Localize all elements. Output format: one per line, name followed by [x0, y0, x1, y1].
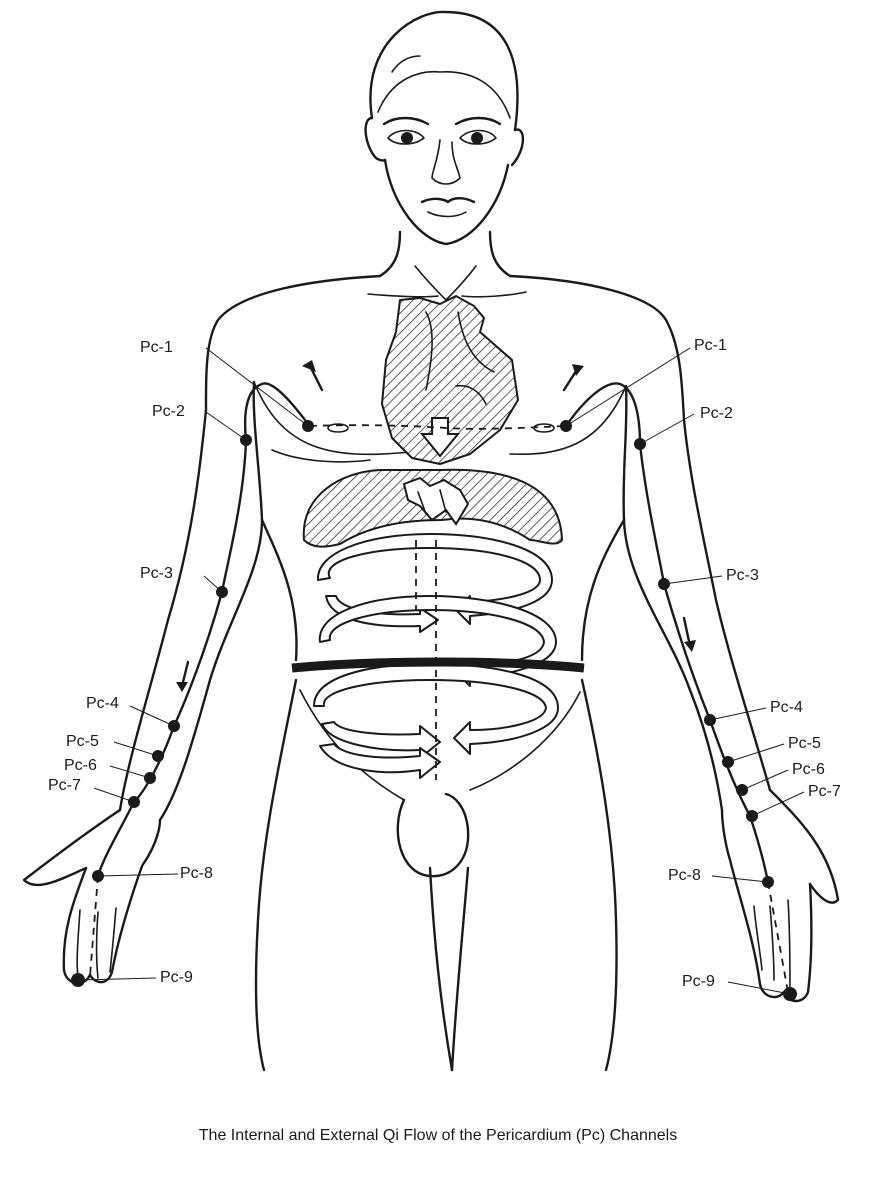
internal-pathway-lines	[89, 423, 789, 993]
acupoint-dot	[560, 420, 572, 432]
acupoint-dot	[736, 784, 748, 796]
acupoint-label: Pc-7	[48, 777, 81, 794]
acupoint-leader-line	[741, 769, 789, 791]
acupoint-label: Pc-2	[152, 403, 185, 420]
branch-arrows	[402, 476, 470, 526]
acupoint-left-2: Pc-2	[152, 403, 252, 446]
acupoint-label: Pc-3	[140, 565, 173, 582]
acupoint-left-8: Pc-8	[92, 865, 213, 882]
figure-caption: The Internal and External Qi Flow of the…	[199, 1127, 677, 1144]
acupoint-dot	[783, 987, 797, 1001]
acupoint-label: Pc-8	[180, 865, 213, 882]
eyes	[382, 116, 502, 145]
acupoint-left-5: Pc-5	[66, 733, 164, 762]
acupoint-label: Pc-9	[682, 973, 715, 990]
acupoint-right-9: Pc-9	[682, 973, 797, 1001]
acupoint-label: Pc-6	[792, 761, 825, 778]
acupoint-right-4: Pc-4	[704, 699, 803, 726]
acupoint-dot	[746, 810, 758, 822]
acupoint-leader-line	[663, 575, 723, 585]
acupoint-right-2: Pc-2	[634, 405, 733, 450]
acupoint-label: Pc-4	[86, 695, 119, 712]
acupoint-dot	[144, 772, 156, 784]
acupoint-right-8: Pc-8	[668, 867, 774, 888]
acupoint-label: Pc-1	[694, 337, 727, 354]
acupoint-right-1: Pc-1	[560, 337, 727, 432]
acupoint-leader-line	[727, 743, 785, 763]
acupoint-leader-line	[129, 705, 175, 727]
acupoint-leader-line	[109, 765, 151, 779]
heart	[381, 295, 519, 465]
belt-vessel	[291, 657, 585, 673]
acupoint-label: Pc-8	[668, 867, 701, 884]
acupoint-right-5: Pc-5	[722, 735, 821, 768]
acupoint-dot	[168, 720, 180, 732]
acupoint-dot	[128, 796, 140, 808]
acupoint-dot	[658, 578, 670, 590]
acupoint-leader-line	[727, 981, 791, 995]
acupoint-left-6: Pc-6	[64, 757, 156, 784]
acupoint-label: Pc-3	[726, 567, 759, 584]
acupoint-label: Pc-2	[700, 405, 733, 422]
acupoint-dot	[152, 750, 164, 762]
acupoint-label: Pc-5	[788, 735, 821, 752]
acupoint-label: Pc-1	[140, 339, 173, 356]
acupoint-leader-line	[709, 707, 767, 721]
down-arrow-heart	[419, 417, 461, 458]
acupoint-leader-line	[77, 977, 157, 981]
acupoint-right-7: Pc-7	[746, 783, 841, 822]
acupoint-label: Pc-9	[160, 969, 193, 986]
acupoint-dot	[722, 756, 734, 768]
acupoint-leader-line	[97, 873, 179, 877]
acupoint-dot	[71, 973, 85, 987]
acupoint-left-7: Pc-7	[48, 777, 140, 808]
acupoint-label: Pc-7	[808, 783, 841, 800]
acupoint-left-3: Pc-3	[140, 565, 228, 598]
acupoint-dot	[216, 586, 228, 598]
acupoint-dot	[240, 434, 252, 446]
acupoint-label: Pc-5	[66, 733, 99, 750]
flow-arrows	[176, 360, 696, 692]
acupoint-dot	[704, 714, 716, 726]
acupoint-leader-line	[205, 411, 247, 441]
acupoint-label: Pc-4	[770, 699, 803, 716]
acupoint-dot	[302, 420, 314, 432]
acupoint-label: Pc-6	[64, 757, 97, 774]
acupoint-leader-line	[639, 413, 695, 445]
acupoint-dot	[634, 438, 646, 450]
acupoint-right-3: Pc-3	[658, 567, 759, 590]
acupoints: Pc-1Pc-2Pc-3Pc-4Pc-5Pc-6Pc-7Pc-8Pc-9 Pc-1…	[48, 337, 841, 1001]
acupoint-left-1: Pc-1	[140, 339, 314, 432]
acupoint-leader-line	[205, 347, 309, 427]
acupoint-dot	[92, 870, 104, 882]
acupoint-leader-line	[113, 741, 159, 757]
acupoint-left-4: Pc-4	[86, 695, 180, 732]
body-outline	[22, 10, 840, 1072]
acupoint-leader-line	[565, 347, 691, 427]
acupoint-leader-line	[93, 787, 135, 803]
acupoint-dot	[762, 876, 774, 888]
acupoint-right-6: Pc-6	[736, 761, 825, 796]
acupoint-leader-line	[711, 875, 769, 883]
acupoint-left-9: Pc-9	[71, 969, 193, 987]
acupoint-leader-line	[751, 791, 805, 817]
